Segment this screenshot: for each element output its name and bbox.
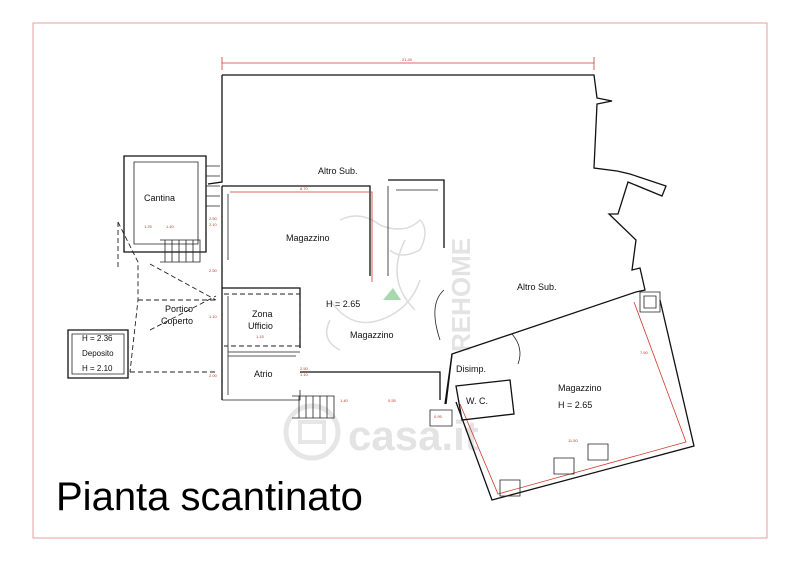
rehome-sketch-watermark bbox=[325, 215, 426, 351]
room-label-magazzino-lower: Magazzino bbox=[350, 330, 394, 340]
window-2 bbox=[499, 479, 521, 497]
room-label-magazzino-right: Magazzino bbox=[558, 383, 602, 393]
dim-right-depth: 7.60 bbox=[640, 350, 649, 355]
dim-top-width: 21.40 bbox=[402, 57, 413, 62]
wc-fixture bbox=[429, 409, 453, 427]
dim-opening-8: 0.95 bbox=[434, 414, 443, 419]
dim-opening-3: 2.50 bbox=[209, 268, 218, 273]
window-3 bbox=[553, 457, 575, 475]
room-label-altro-sub-right: Altro Sub. bbox=[517, 282, 557, 292]
dim-opening-6: 2.50 bbox=[300, 366, 309, 371]
magazzino-walls bbox=[222, 185, 371, 276]
magazzino-dim-lines bbox=[230, 191, 373, 282]
dim-opening-7: 1.10 bbox=[300, 372, 309, 377]
dim-opening-1: 2.50 bbox=[209, 216, 218, 221]
room-label-cantina: Cantina bbox=[144, 193, 175, 203]
dim-opening-11: 1.15 bbox=[256, 334, 265, 339]
window-1 bbox=[639, 291, 661, 313]
deposito-inner bbox=[71, 333, 125, 375]
room-label-deposito: Deposito bbox=[82, 349, 114, 358]
cantina-inner bbox=[133, 161, 199, 245]
magazzino-south-wall bbox=[300, 371, 441, 400]
window-4 bbox=[587, 443, 609, 461]
magazzino-right-walls bbox=[445, 299, 695, 501]
room-label-magazzino: Magazzino bbox=[286, 233, 330, 243]
magazzino-right-inner bbox=[459, 301, 687, 495]
north-partition-inner bbox=[387, 186, 438, 276]
room-label-portico: Portico bbox=[165, 304, 193, 314]
wc-walls bbox=[455, 379, 515, 421]
portico-outline bbox=[117, 221, 217, 373]
room-label-disimp: Disimp. bbox=[456, 364, 486, 374]
room-label-ufficio: Ufficio bbox=[248, 321, 273, 331]
door-arc-2 bbox=[511, 333, 521, 365]
room-label-wc: W. C. bbox=[466, 396, 488, 406]
dim-opening-4: 1.10 bbox=[209, 314, 218, 319]
rehome-logo-icon bbox=[383, 288, 401, 300]
dim-opening-13: 0.55 bbox=[388, 398, 397, 403]
dim-opening-9: 1.25 bbox=[144, 224, 153, 229]
room-label-magazzino-height: H = 2.65 bbox=[326, 299, 360, 309]
room-label-magazzino-right-height: H = 2.65 bbox=[558, 400, 592, 410]
plan-title: Pianta scantinato bbox=[56, 475, 363, 519]
cantina-walls bbox=[123, 155, 207, 253]
dim-inner-width: 8.70 bbox=[300, 186, 309, 191]
atrio-south bbox=[222, 390, 301, 401]
outer-wall bbox=[222, 74, 667, 405]
room-label-coperto: Coperto bbox=[161, 316, 193, 326]
cantina-stair bbox=[160, 239, 201, 263]
room-label-zona: Zona bbox=[252, 309, 273, 319]
casa-watermark-text: casa.it bbox=[348, 412, 479, 459]
casa-watermark: casa.it bbox=[283, 403, 479, 461]
room-label-atrio: Atrio bbox=[254, 369, 273, 379]
dim-opening-2: 2.10 bbox=[209, 222, 218, 227]
dim-opening-10: 1.40 bbox=[166, 224, 175, 229]
deposito-walls bbox=[67, 329, 129, 379]
room-label-deposito-h-top: H = 2.36 bbox=[82, 334, 113, 343]
rehome-watermark: REHOME bbox=[446, 238, 476, 352]
room-label-altro-sub-top: Altro Sub. bbox=[318, 166, 358, 176]
dim-opening-5: 2.00 bbox=[209, 373, 218, 378]
zona-ufficio-wall bbox=[222, 287, 301, 348]
stair-treads bbox=[206, 165, 220, 207]
south-stair bbox=[292, 395, 335, 419]
door-arc-1 bbox=[434, 289, 445, 341]
room-label-deposito-h-bottom: H = 2.10 bbox=[82, 364, 113, 373]
dim-right-width: 11.50 bbox=[568, 438, 578, 443]
west-wall bbox=[207, 75, 223, 185]
dim-opening-12: 1.40 bbox=[340, 398, 349, 403]
north-partition bbox=[388, 179, 445, 248]
sheet-frame bbox=[32, 22, 768, 539]
atrio-divider bbox=[228, 351, 300, 357]
